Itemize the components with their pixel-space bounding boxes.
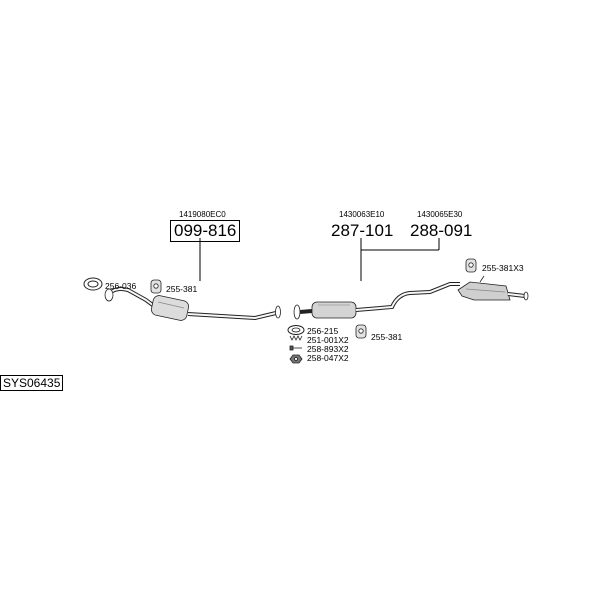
fitting-label-flange-gasket[interactable]: 256-215: [307, 326, 339, 336]
nut-icon: [289, 354, 303, 364]
flange-gasket-icon: [287, 325, 305, 335]
rubber-mount-icon: [465, 258, 477, 273]
oe-number-front: 1419080EC0: [179, 210, 226, 219]
part-number-middle-silencer[interactable]: 287-101: [331, 221, 394, 240]
fitting-label-bolt[interactable]: 258-893X2: [307, 344, 349, 354]
oe-number-rear: 1430065E30: [417, 210, 463, 219]
part-number-rear-silencer[interactable]: 288-091: [410, 221, 473, 240]
fitting-label-middle-mount[interactable]: 255-381: [371, 332, 403, 342]
front-pipe-drawing: [104, 287, 281, 321]
spring-icon: [289, 335, 303, 341]
fitting-label-rear-mounts[interactable]: 255-381X3: [482, 263, 524, 273]
oe-number-middle: 1430063E10: [339, 210, 385, 219]
middle-silencer-drawing: [293, 282, 460, 320]
fitting-label-front-gasket[interactable]: 256-036: [105, 281, 137, 291]
rubber-mount-icon: [150, 279, 162, 294]
rear-silencer-drawing: [457, 275, 529, 301]
rubber-mount-icon: [355, 324, 367, 339]
fitting-label-nut[interactable]: 258-047X2: [307, 353, 349, 363]
part-number-front-pipe[interactable]: 099-816: [170, 220, 241, 242]
bolt-icon: [289, 345, 302, 351]
system-code: SYS06435: [0, 375, 64, 391]
fitting-label-front-mount[interactable]: 255-381: [166, 284, 198, 294]
fitting-label-spring[interactable]: 251-001X2: [307, 335, 349, 345]
gasket-ring-icon: [83, 277, 103, 291]
